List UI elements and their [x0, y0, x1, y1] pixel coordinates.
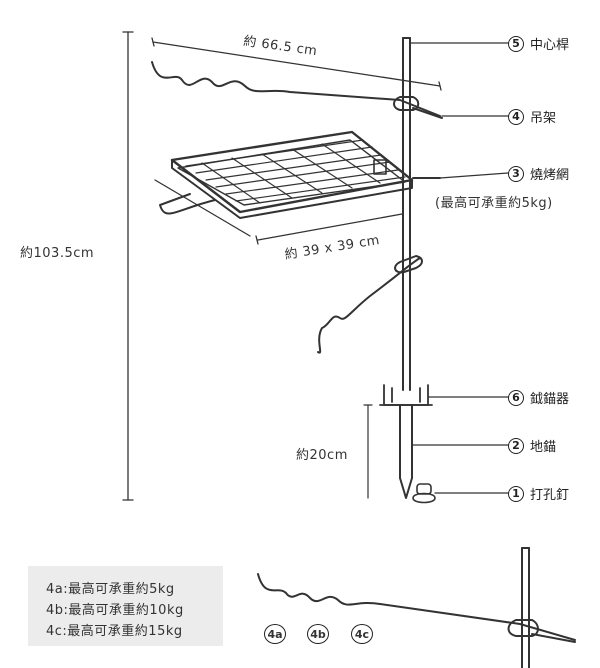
variant-marker-4b: 4b [307, 624, 329, 644]
hook-variant-detail [257, 547, 576, 668]
part-number-badge: 3 [508, 165, 524, 182]
load-note-4a: 4a:最高可承重約5kg [46, 582, 175, 597]
callout-ground-stake: 2 地錨 [508, 436, 556, 455]
height-dimension-label: 約103.5cm [20, 246, 95, 261]
load-note-4b: 4b:最高可承重約10kg [46, 603, 184, 618]
punch-nail [412, 483, 436, 504]
center-pole [402, 37, 411, 391]
ground-stake [399, 404, 413, 499]
callout-anchor-clamp: 6 鉞錨器 [508, 388, 569, 407]
part-number-badge: 5 [508, 35, 524, 52]
callout-punch-nail: 1 打孔釘 [508, 484, 569, 503]
top-hanger-clamp [393, 96, 420, 111]
callout-hanger: 4 吊架 [508, 107, 556, 126]
callout-grill: 3 燒烤網 [508, 164, 569, 183]
grill-dimension-line [154, 179, 403, 245]
stake-depth-label: 約20cm [296, 448, 348, 463]
width-dimension-line [151, 37, 442, 91]
part-name: 吊架 [530, 111, 557, 126]
load-notes-box: 4a:最高可承重約5kg 4b:最高可承重約10kg 4c:最高可承重約15kg [28, 566, 223, 646]
load-note-4c: 4c:最高可承重約15kg [46, 624, 183, 639]
callout-center-pole: 5 中心桿 [508, 34, 569, 53]
part-number-badge: 4 [508, 108, 524, 125]
variant-marker-4c: 4c [351, 624, 373, 644]
grill-load-note: (最高可承重約5kg) [435, 196, 553, 211]
top-hanger-rack [151, 61, 441, 117]
lower-hanger-rack [317, 257, 421, 354]
part-number-badge: 6 [508, 389, 524, 406]
part-number-badge: 2 [508, 437, 524, 454]
stake-anchor-clamp [379, 384, 433, 406]
stake-depth-bracket [363, 404, 373, 499]
part-name: 中心桿 [530, 38, 570, 53]
part-name: 地錨 [530, 440, 557, 455]
part-name: 鉞錨器 [530, 392, 570, 407]
grill-rack [159, 130, 441, 219]
part-number-badge: 1 [508, 485, 524, 502]
part-name: 打孔釘 [530, 488, 570, 503]
variant-marker-4a: 4a [264, 624, 286, 644]
part-name: 燒烤網 [530, 168, 570, 183]
height-dimension-bracket [122, 31, 134, 501]
callout-leaders [409, 42, 509, 494]
lower-hanger-clamp [394, 255, 423, 274]
